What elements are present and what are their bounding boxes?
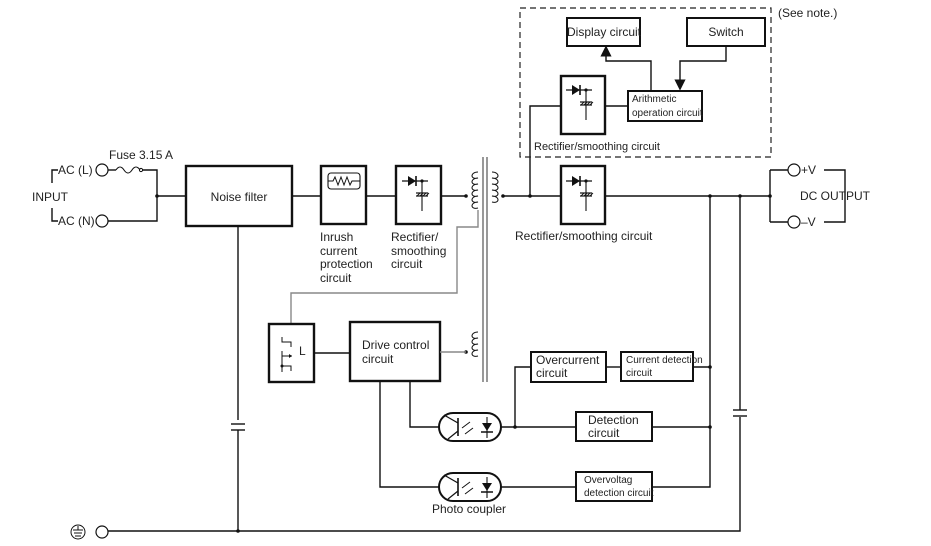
plus-v-label: +V: [801, 163, 816, 177]
see-note-label: (See note.): [778, 6, 837, 20]
overvoltage-detection-block: Overvoltag detection circuit: [575, 471, 654, 502]
overcurrent-block: Overcurrent circuit: [530, 351, 607, 383]
capacitor-icon: [231, 423, 245, 431]
noise-filter-block: Noise filter: [184, 164, 294, 228]
arrow-to-display: [600, 45, 652, 91]
arithmetic-label-line1: Arithmetic: [632, 94, 676, 105]
drive-control-label-line1: Drive control: [362, 338, 429, 352]
primary-rectifier-label-line3: circuit: [391, 257, 423, 271]
inrush-label-line1: Inrush: [320, 230, 353, 244]
capacitor-icon: [733, 409, 747, 417]
current-detection-block: Current detection circuit: [620, 351, 703, 382]
mosfet-icon: [280, 337, 292, 372]
detection-label-line2: circuit: [588, 426, 620, 440]
overvoltage-label-line2: detection circuit: [584, 488, 654, 499]
detection-block: Detection circuit: [575, 411, 653, 442]
protective-earth-icon: [70, 524, 86, 540]
ac-n-label: AC (N): [58, 214, 95, 228]
minus-v-label: –V: [801, 215, 816, 229]
inrush-label-line2: current: [320, 244, 358, 258]
optional-display-section: (See note.) Rectifier/smoothing circuit …: [519, 6, 837, 158]
arrow-from-switch: [674, 46, 727, 91]
secondary-rectifier-label: Rectifier/smoothing circuit: [515, 229, 653, 243]
arithmetic-label-line2: operation circuit: [632, 108, 703, 119]
primary-rectifier-label-line1: Rectifier/: [391, 230, 439, 244]
input-section: INPUT AC (L) AC (N) Fuse 3.15 A: [32, 148, 186, 228]
inrush-label-line3: protection: [320, 257, 373, 271]
optocoupler-icon: [438, 472, 502, 502]
inrush-label-line4: circuit: [320, 271, 352, 285]
drive-control-block: Drive control circuit: [348, 320, 442, 383]
noise-filter-label: Noise filter: [211, 190, 268, 204]
inrush-protection-block: Inrush current protection circuit: [319, 164, 373, 285]
current-detection-label-line1: Current detection: [626, 355, 703, 366]
ac-l-label: AC (L): [58, 163, 93, 177]
display-circuit-label: Display circuit: [567, 25, 642, 39]
display-circuit-block: [566, 17, 641, 47]
aux-rectifier-label: Rectifier/smoothing circuit: [534, 141, 660, 153]
dc-output-section: +V –V DC OUTPUT: [787, 163, 871, 229]
overcurrent-label-line2: circuit: [536, 366, 568, 380]
fuse-icon: [115, 166, 141, 174]
switch-block: [686, 17, 766, 47]
overvoltage-label-line1: Overvoltag: [584, 475, 632, 486]
switch-label: Switch: [708, 25, 743, 39]
switching-element-block: L: [267, 322, 316, 384]
primary-rectifier-block: Rectifier/ smoothing circuit: [391, 164, 446, 271]
current-detection-label-line2: circuit: [626, 368, 652, 379]
ground-terminal-icon: [95, 525, 109, 539]
secondary-rectifier-block: Rectifier/smoothing circuit: [515, 164, 653, 243]
primary-rectifier-label-line2: smoothing: [391, 244, 446, 258]
ac-l-terminal-icon: [95, 163, 109, 177]
overcurrent-label-line1: Overcurrent: [536, 353, 600, 367]
fuse-label: Fuse 3.15 A: [109, 148, 173, 162]
optocoupler-icon: [438, 412, 502, 442]
plus-v-terminal-icon: [787, 163, 801, 177]
drive-control-label-line2: circuit: [362, 352, 394, 366]
minus-v-terminal-icon: [787, 215, 801, 229]
input-bracket: [51, 169, 58, 222]
arithmetic-block: [627, 90, 703, 122]
detection-label-line1: Detection: [588, 413, 639, 427]
transformer-icon: [290, 157, 505, 382]
ac-n-terminal-icon: [95, 214, 109, 228]
dc-output-label: DC OUTPUT: [800, 189, 871, 203]
switching-element-label: L: [299, 344, 306, 358]
photo-coupler-label: Photo coupler: [432, 502, 506, 516]
input-label: INPUT: [32, 190, 69, 204]
